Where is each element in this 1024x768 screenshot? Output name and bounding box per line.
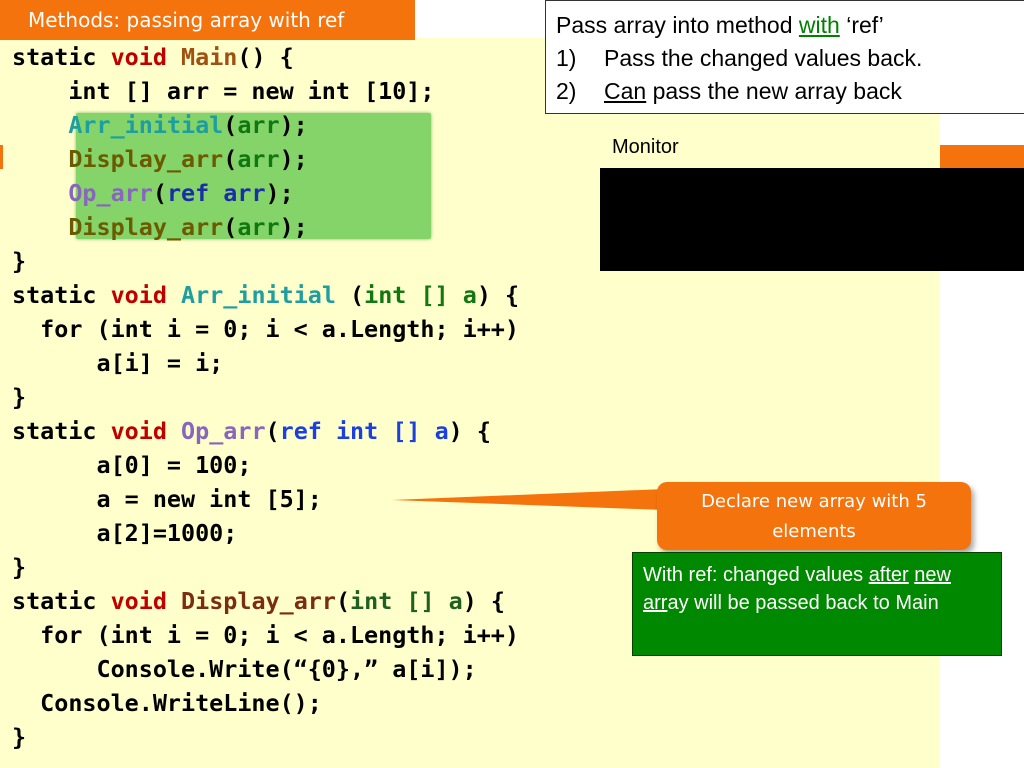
code-line: Display_arr(arr); bbox=[68, 145, 308, 173]
code-line: a[0] = 100; bbox=[12, 451, 252, 479]
with-keyword: with bbox=[798, 12, 840, 38]
info-item: 2)Can pass the new array back bbox=[556, 78, 902, 104]
accent-strip bbox=[940, 145, 1024, 169]
slide-title: Methods: passing array with ref bbox=[0, 0, 415, 40]
code-line: } bbox=[12, 723, 27, 751]
code-line: Op_arr(ref arr); bbox=[68, 179, 294, 207]
code-block: static void Main() { int [] arr = new in… bbox=[12, 40, 519, 754]
code-line: Console.Write(“{0},” a[i]); bbox=[12, 655, 477, 683]
code-line: static void Display_arr(int [] a) { bbox=[12, 587, 505, 615]
info-item: 1)Pass the changed values back. bbox=[556, 45, 923, 71]
code-highlight bbox=[76, 113, 431, 239]
code-line: Display_arr(arr); bbox=[68, 213, 308, 241]
accent-notch bbox=[0, 145, 3, 169]
ref-note: With ref: changed values after new array… bbox=[632, 552, 1002, 656]
info-box: Pass array into method with ‘ref’ 1)Pass… bbox=[545, 0, 1024, 114]
code-line: static void Arr_initial (int [] a) { bbox=[12, 281, 520, 309]
code-line: } bbox=[12, 383, 27, 411]
code-line: } bbox=[12, 247, 27, 275]
monitor-label: Monitor bbox=[612, 136, 679, 158]
code-line: int [] arr = new int [10]; bbox=[12, 77, 435, 105]
code-line: for (int i = 0; i < a.Length; i++) bbox=[12, 621, 519, 649]
code-line: a = new int [5]; bbox=[12, 485, 322, 513]
code-line: a[2]=1000; bbox=[12, 519, 238, 547]
code-line: } bbox=[12, 553, 27, 581]
code-line: static void Op_arr(ref int [] a) { bbox=[12, 417, 491, 445]
code-line: Arr_initial(arr); bbox=[68, 111, 308, 139]
callout-note: Declare new array with 5 elements bbox=[657, 482, 971, 550]
code-line: for (int i = 0; i < a.Length; i++) bbox=[12, 315, 519, 343]
code-line: static void Main() { bbox=[12, 43, 294, 71]
monitor-output bbox=[600, 168, 1024, 271]
code-line: Console.WriteLine(); bbox=[12, 689, 322, 717]
info-line: Pass array into method with ‘ref’ bbox=[556, 12, 884, 38]
code-line: a[i] = i; bbox=[12, 349, 224, 377]
